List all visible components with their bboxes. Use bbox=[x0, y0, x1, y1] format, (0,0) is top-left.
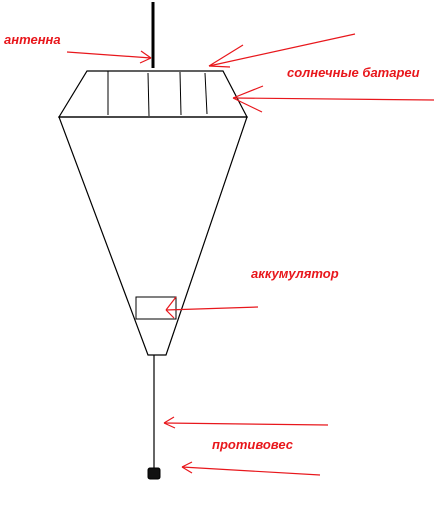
antenna-arrow bbox=[66, 50, 152, 64]
counterweight-block bbox=[147, 467, 161, 480]
battery-box bbox=[135, 296, 177, 320]
balloon-cone-body bbox=[58, 116, 248, 356]
counterweight-arrow bbox=[181, 461, 321, 476]
solar-panels-arrow-lower bbox=[232, 85, 434, 113]
solar-panels-label: солнечные батареи bbox=[287, 65, 420, 80]
solar-panel-section bbox=[57, 70, 248, 118]
battery-label: аккумулятор bbox=[251, 266, 339, 281]
tether-arrow bbox=[163, 416, 329, 429]
solar-panel-divider bbox=[204, 72, 208, 115]
solar-panel-divider bbox=[179, 71, 182, 116]
solar-panel-divider bbox=[147, 72, 150, 117]
solar-panels-arrow-upper bbox=[208, 33, 356, 68]
counterweight-label: противовес bbox=[212, 437, 293, 452]
battery-arrow bbox=[165, 296, 259, 319]
antenna-label: антенна bbox=[4, 32, 61, 47]
